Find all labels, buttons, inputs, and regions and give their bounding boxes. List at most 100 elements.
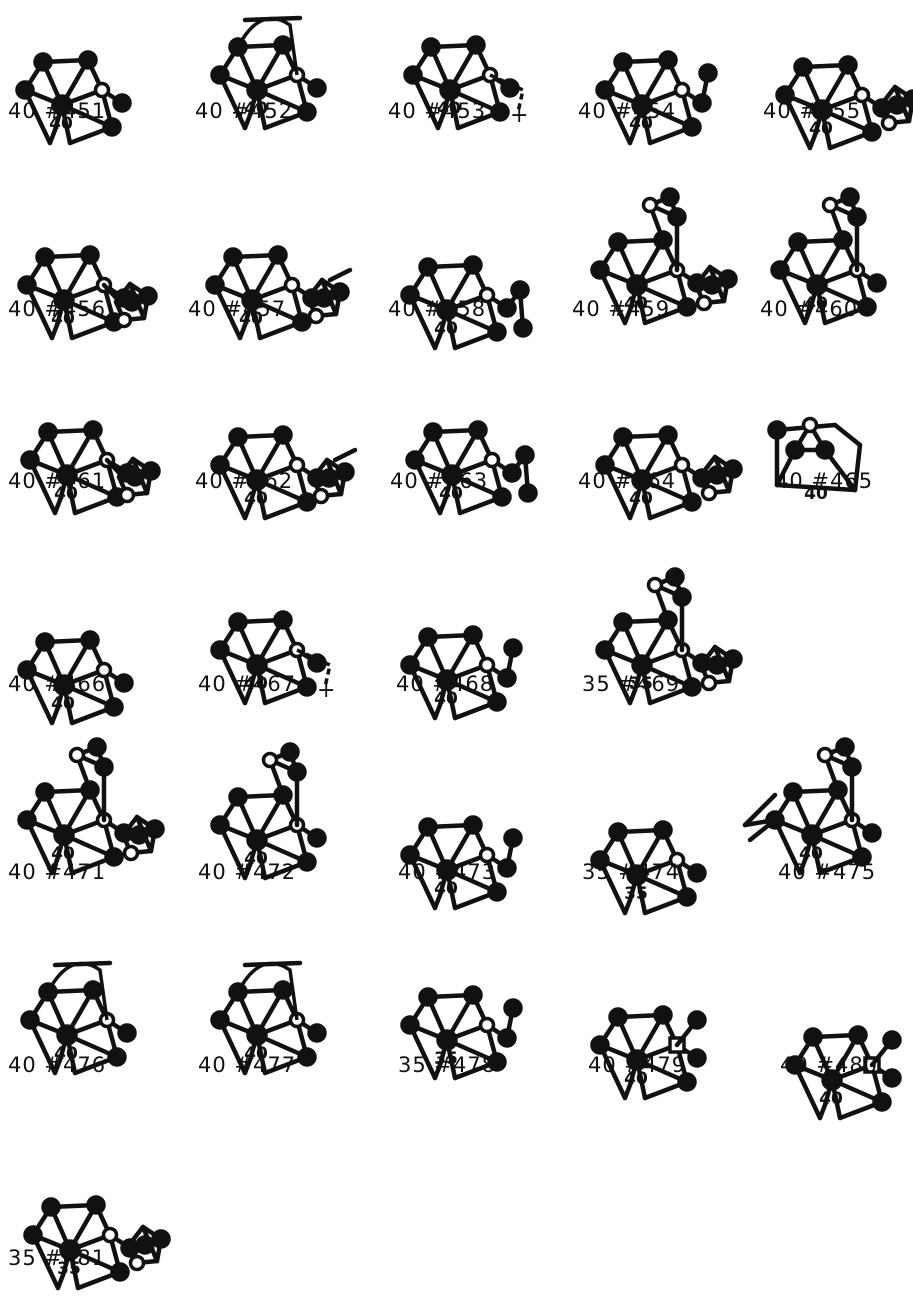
cluster-drawing: 40 [395, 220, 575, 370]
filled-atom [849, 209, 865, 225]
open-atom [819, 749, 832, 762]
filled-atom [465, 627, 481, 643]
filled-atom [140, 288, 156, 304]
filled-atom [505, 1000, 521, 1016]
cluster-drawing: 40 [205, 390, 385, 540]
cluster-drawing: 40 [585, 970, 765, 1120]
center-number: 40 [434, 319, 458, 339]
open-atom [118, 314, 131, 327]
filled-atom [785, 784, 801, 800]
filled-atom [248, 831, 266, 849]
open-atom [883, 117, 896, 130]
cluster-diagram: 40 [400, 385, 580, 535]
open-atom [481, 1019, 494, 1032]
filled-atom [489, 694, 505, 710]
filled-atom [679, 299, 695, 315]
filled-atom [489, 324, 505, 340]
figure-caption: 40 #479 [588, 1053, 686, 1077]
figure-caption: 40 #462 [195, 469, 293, 493]
filled-atom [423, 39, 439, 55]
filled-atom [515, 320, 531, 336]
figure-caption: 40 #465 [775, 469, 873, 493]
filled-atom [844, 759, 860, 775]
filled-atom [282, 744, 298, 760]
filled-atom [840, 57, 856, 73]
filled-atom [19, 277, 35, 293]
filled-atom [505, 640, 521, 656]
filled-atom [85, 422, 101, 438]
filled-atom [864, 825, 880, 841]
filled-atom [700, 65, 716, 81]
filled-atom [275, 427, 291, 443]
filled-atom [905, 91, 913, 107]
figure-caption: 40 #461 [8, 469, 106, 493]
filled-atom [492, 104, 508, 120]
figure-caption: 40 #476 [8, 1053, 106, 1077]
filled-atom [80, 52, 96, 68]
figure-caption: 40 #460 [760, 297, 858, 321]
cluster-drawing: 40 [590, 390, 770, 540]
filled-atom [628, 276, 646, 294]
cluster-diagram: +40 [205, 575, 385, 725]
plus-sign: + [317, 678, 335, 703]
center-number: 35 [624, 884, 648, 904]
filled-atom [96, 759, 112, 775]
filled-atom [212, 642, 228, 658]
figure-caption: 40 #473 [398, 860, 496, 884]
filled-atom [494, 489, 510, 505]
figure-caption: 40 #451 [8, 99, 106, 123]
cluster-diagram: 40 [395, 780, 575, 930]
filled-atom [465, 257, 481, 273]
open-atom [310, 310, 323, 323]
figure-caption: 40 #467 [198, 672, 296, 696]
filled-atom [512, 282, 528, 298]
filled-atom [299, 1049, 315, 1065]
filled-atom [207, 277, 223, 293]
filled-atom [787, 442, 803, 458]
filled-atom [407, 452, 423, 468]
figure-caption: 40 #472 [198, 860, 296, 884]
filled-atom [309, 80, 325, 96]
cluster-drawing: 40 [590, 15, 770, 165]
filled-atom [592, 1037, 608, 1053]
cluster-drawing: 40 [395, 590, 575, 740]
filled-atom [597, 642, 613, 658]
filled-atom [720, 271, 736, 287]
filled-atom [684, 119, 700, 135]
filled-atom [248, 1026, 266, 1044]
filled-atom [790, 234, 806, 250]
filled-atom [402, 1017, 418, 1033]
filled-atom [309, 1025, 325, 1041]
figure-caption: 40 #468 [396, 672, 494, 696]
cluster-diagram: 40 [590, 15, 770, 165]
filled-atom [465, 987, 481, 1003]
filled-atom [420, 259, 436, 275]
filled-atom [230, 789, 246, 805]
filled-atom [884, 1032, 900, 1048]
filled-atom [817, 442, 833, 458]
filled-atom [212, 817, 228, 833]
cluster-diagram: 40 [585, 970, 765, 1120]
filled-atom [22, 1012, 38, 1028]
filled-atom [709, 657, 725, 673]
figure-caption: 40 #463 [390, 469, 488, 493]
filled-atom [230, 614, 246, 630]
open-atom [96, 84, 109, 97]
filled-atom [321, 470, 337, 486]
open-atom [315, 490, 328, 503]
filled-atom [679, 889, 695, 905]
filled-atom [869, 275, 885, 291]
filled-atom [709, 467, 725, 483]
cluster-drawing: +40 [205, 575, 385, 725]
figure-caption: 40 #454 [578, 99, 676, 123]
cluster-drawing: 40 [12, 210, 192, 360]
cluster-diagram: 40 [10, 15, 190, 165]
filled-atom [795, 59, 811, 75]
open-atom [71, 749, 84, 762]
filled-atom [112, 1264, 128, 1280]
filled-atom [37, 249, 53, 265]
filled-atom [884, 1070, 900, 1086]
filled-atom [35, 54, 51, 70]
filled-atom [864, 124, 880, 140]
cluster-drawing: 40 [12, 595, 192, 745]
